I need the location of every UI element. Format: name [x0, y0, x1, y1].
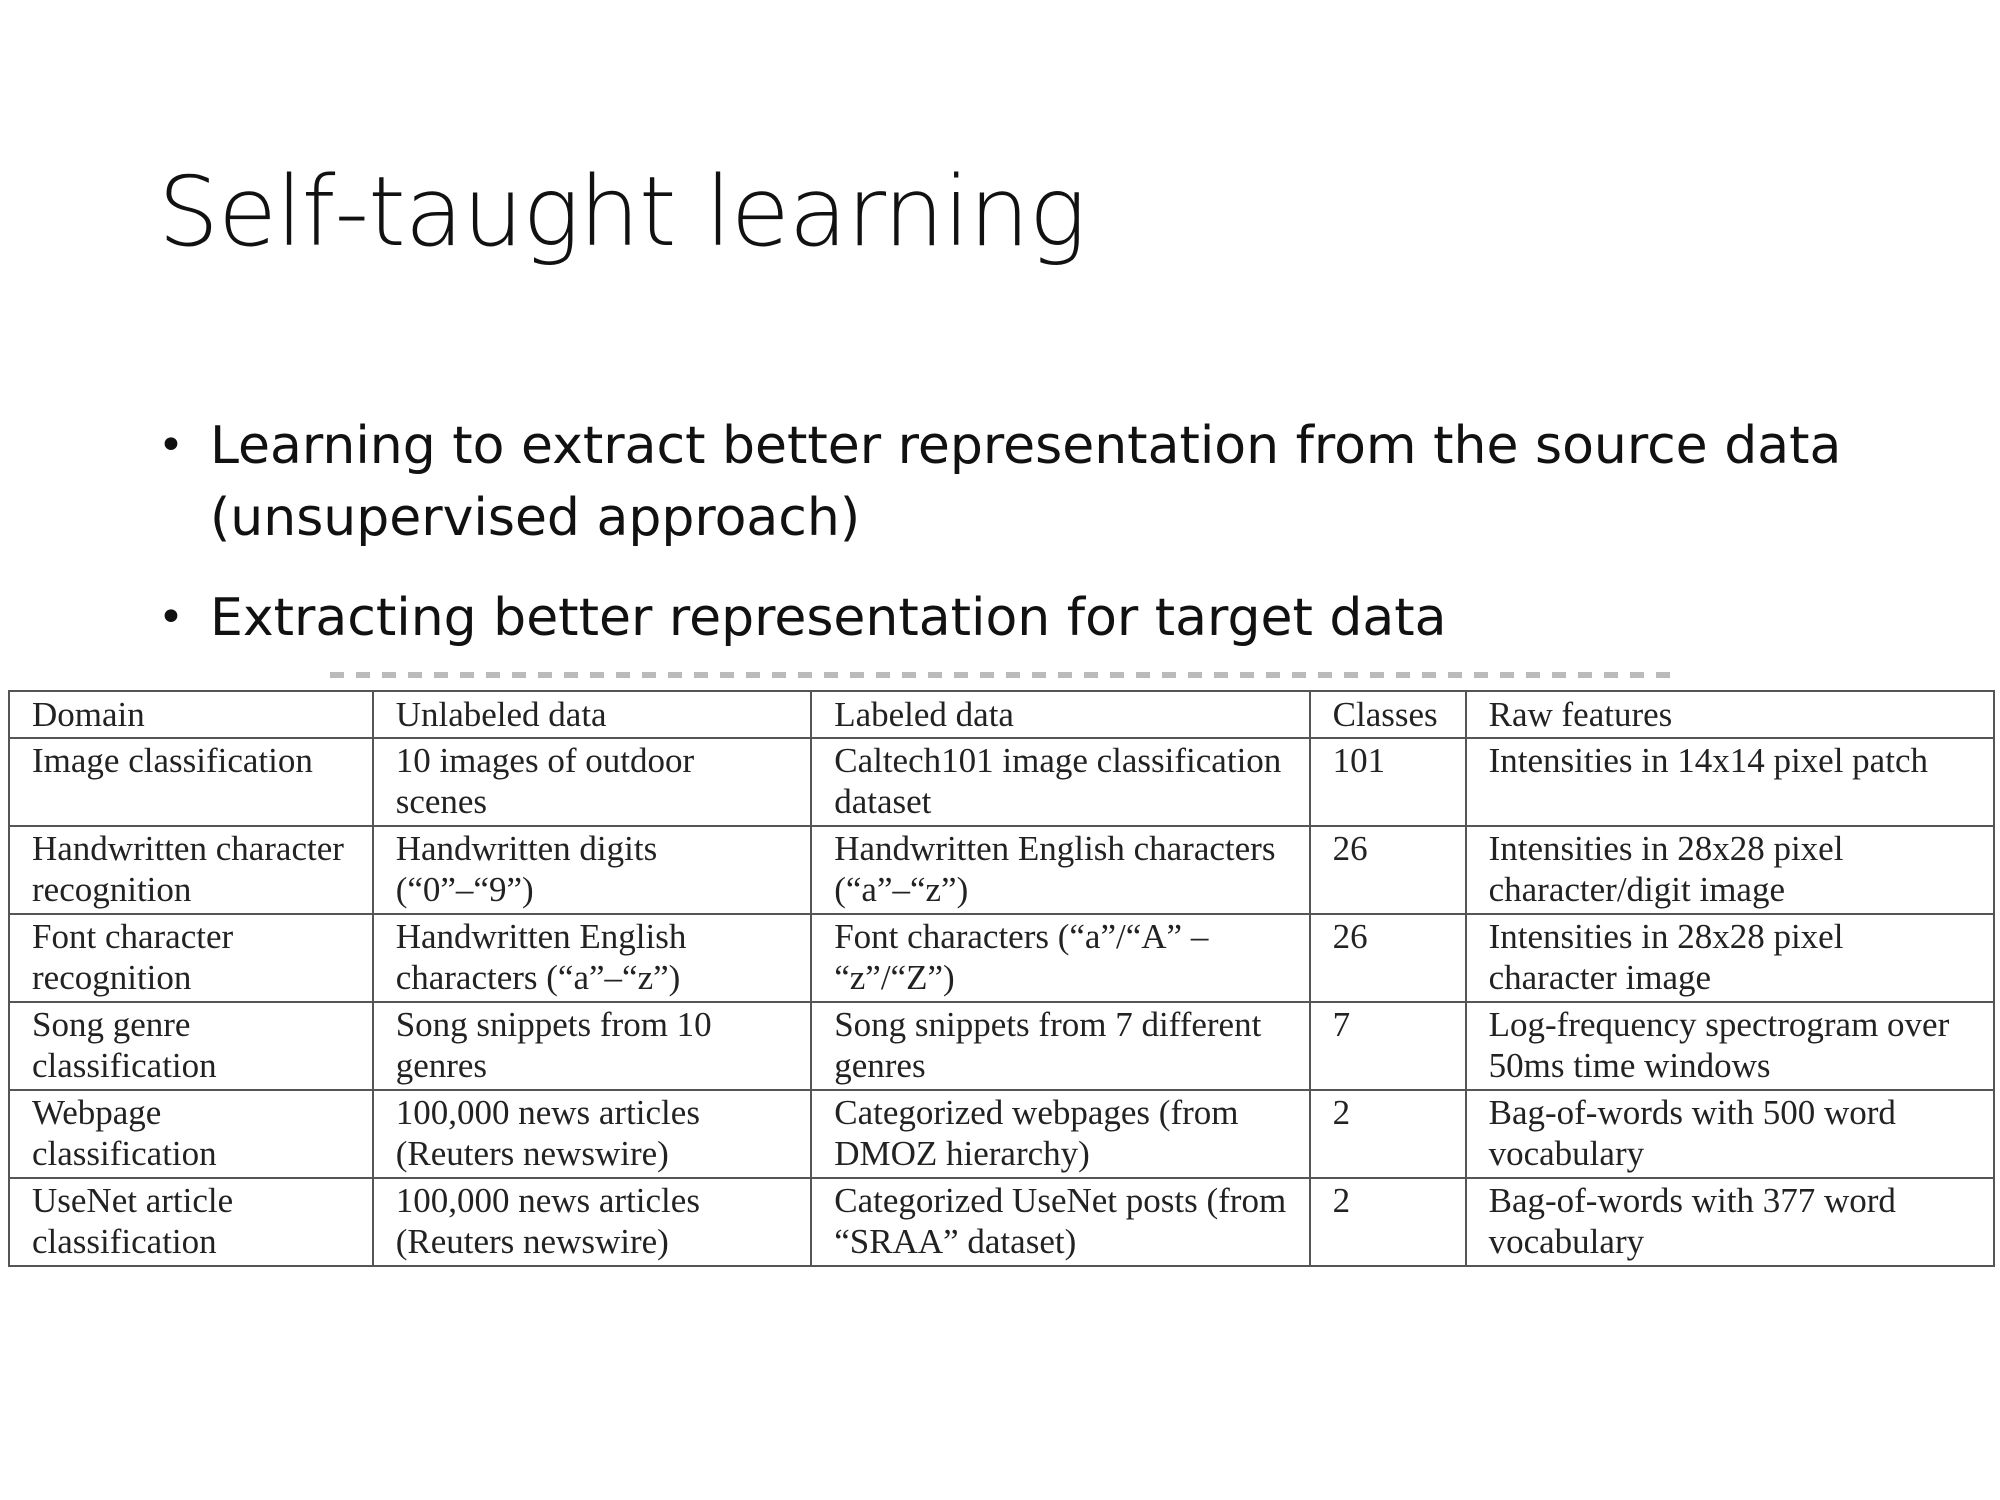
bullet-item: • Learning to extract better representat…	[158, 410, 1878, 554]
cell-raw-features: Bag-of-words with 500 word vocabulary	[1464, 1089, 1996, 1179]
bullet-text: Extracting better representation for tar…	[210, 588, 1447, 648]
table-row: Webpage classification 100,000 news arti…	[8, 1089, 1996, 1179]
cell-unlabeled-data: Handwritten English characters (“a”–“z”)	[371, 913, 813, 1003]
table-row: Image classification 10 images of outdoo…	[8, 737, 1996, 827]
cell-classes: 2	[1308, 1089, 1467, 1179]
cell-unlabeled-data: 100,000 news articles (Reuters newswire)	[371, 1177, 813, 1267]
cell-labeled-data: Categorized webpages (from DMOZ hierarch…	[810, 1089, 1311, 1179]
header-unlabeled-data: Unlabeled data	[371, 690, 813, 739]
cell-raw-features: Intensities in 28x28 pixel character ima…	[1464, 913, 1996, 1003]
cell-labeled-data: Categorized UseNet posts (from “SRAA” da…	[810, 1177, 1311, 1267]
datasets-table: Domain Unlabeled data Labeled data Class…	[8, 690, 1996, 1267]
bullet-dot-icon: •	[158, 420, 184, 471]
cell-domain: Image classification	[8, 737, 374, 827]
cell-labeled-data: Song snippets from 7 different genres	[810, 1001, 1311, 1091]
table-container: Domain Unlabeled data Labeled data Class…	[8, 690, 1996, 1267]
cell-classes: 101	[1308, 737, 1467, 827]
bullet-item: • Extracting better representation for t…	[158, 582, 1878, 654]
bullet-text: Learning to extract better representatio…	[210, 416, 1842, 548]
header-classes: Classes	[1308, 690, 1467, 739]
bullet-dot-icon: •	[158, 592, 184, 643]
cell-classes: 26	[1308, 825, 1467, 915]
header-labeled-data: Labeled data	[810, 690, 1311, 739]
table-row: Font character recognition Handwritten E…	[8, 913, 1996, 1003]
cell-unlabeled-data: 100,000 news articles (Reuters newswire)	[371, 1089, 813, 1179]
bullet-list: • Learning to extract better representat…	[158, 410, 1878, 682]
cell-raw-features: Bag-of-words with 377 word vocabulary	[1464, 1177, 1996, 1267]
table-header-row: Domain Unlabeled data Labeled data Class…	[8, 690, 1996, 739]
cell-domain: Handwritten character recognition	[8, 825, 374, 915]
cell-classes: 26	[1308, 913, 1467, 1003]
cell-domain: UseNet article classification	[8, 1177, 374, 1267]
table-row: Handwritten character recognition Handwr…	[8, 825, 1996, 915]
cell-unlabeled-data: Handwritten digits (“0”–“9”)	[371, 825, 813, 915]
cell-unlabeled-data: Song snippets from 10 genres	[371, 1001, 813, 1091]
cropped-caption-remnant	[330, 672, 1680, 678]
cell-domain: Song genre classification	[8, 1001, 374, 1091]
table-row: Song genre classification Song snippets …	[8, 1001, 1996, 1091]
cell-classes: 7	[1308, 1001, 1467, 1091]
cell-unlabeled-data: 10 images of outdoor scenes	[371, 737, 813, 827]
cell-labeled-data: Caltech101 image classification dataset	[810, 737, 1311, 827]
cell-labeled-data: Handwritten English characters (“a”–“z”)	[810, 825, 1311, 915]
cell-classes: 2	[1308, 1177, 1467, 1267]
table-row: UseNet article classification 100,000 ne…	[8, 1177, 1996, 1267]
cell-raw-features: Intensities in 28x28 pixel character/dig…	[1464, 825, 1996, 915]
cell-domain: Font character recognition	[8, 913, 374, 1003]
cell-raw-features: Log-frequency spectrogram over 50ms time…	[1464, 1001, 1996, 1091]
header-domain: Domain	[8, 690, 374, 739]
slide-title: Self-taught learning	[158, 156, 1086, 268]
header-raw-features: Raw features	[1464, 690, 1996, 739]
cell-raw-features: Intensities in 14x14 pixel patch	[1464, 737, 1996, 827]
cell-domain: Webpage classification	[8, 1089, 374, 1179]
cell-labeled-data: Font characters (“a”/“A” – “z”/“Z”)	[810, 913, 1311, 1003]
